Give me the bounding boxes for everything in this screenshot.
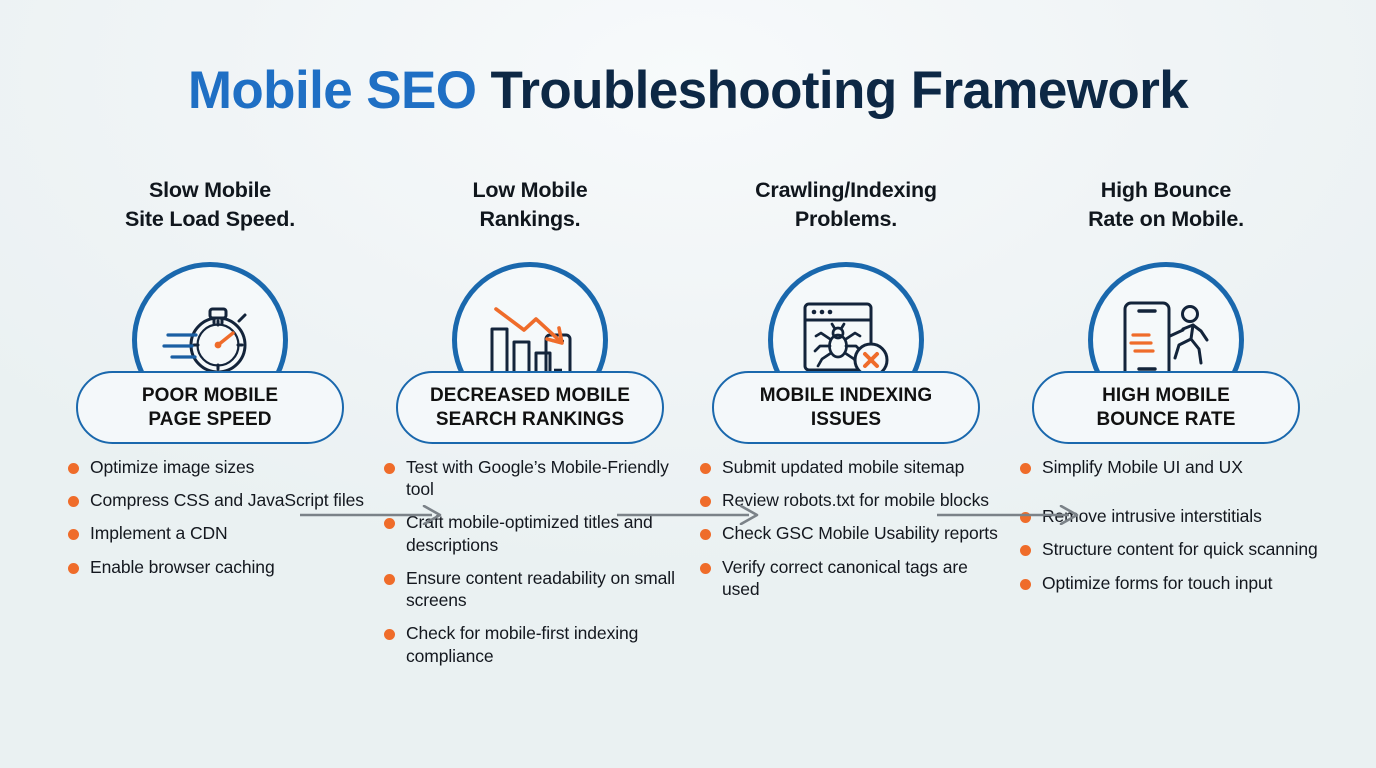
bullet-dot-icon: [384, 573, 395, 585]
list-item: Simplify Mobile UI and UX: [1020, 456, 1326, 478]
bullet-list: Optimize image sizes Compress CSS and Ja…: [50, 456, 370, 578]
bullet-dot-icon: [700, 562, 711, 574]
bullet-list: Submit updated mobile sitemap Review rob…: [686, 456, 1006, 600]
phone-running-person-bounce-icon: [1119, 297, 1213, 383]
column-heading-line2: Rate on Mobile.: [1088, 206, 1244, 231]
bullet-list: Simplify Mobile UI and UX Remove intrusi…: [1006, 456, 1326, 594]
column-heading-line1: High Bounce: [1100, 178, 1232, 202]
list-item-label: Structure content for quick scanning: [1042, 539, 1318, 560]
bullet-dot-icon: [384, 463, 395, 474]
column-heading-line2: Rankings.: [479, 206, 581, 231]
pill-line1: HIGH MOBILE: [1102, 385, 1230, 407]
list-item-label: Ensure content readability on small scre…: [406, 567, 675, 611]
list-item-label: Optimize image sizes: [90, 457, 255, 477]
list-item: Craft mobile-optimized titles and descri…: [384, 511, 690, 555]
bullet-dot-icon: [384, 629, 395, 641]
list-item: Enable browser caching: [68, 556, 370, 578]
framework-board: Slow Mobile Site Load Speed.: [0, 176, 1376, 768]
list-item-label: Review robots.txt for mobile blocks: [722, 490, 989, 511]
list-item-label: Enable browser caching: [90, 556, 275, 577]
bullet-dot-icon: [700, 496, 711, 508]
column-poor-mobile-page-speed: Slow Mobile Site Load Speed.: [50, 176, 370, 589]
list-item-label: Craft mobile-optimized titles and descri…: [406, 512, 653, 555]
list-item-label: Check GSC Mobile Usability reports: [722, 523, 998, 544]
column-high-mobile-bounce-rate: High Bounce Rate on Mobile.: [1006, 176, 1326, 605]
list-item-label: Remove intrusive interstitials: [1042, 506, 1262, 527]
column-heading-line2: Site Load Speed.: [124, 206, 296, 231]
node-mobile-indexing-issues: MOBILE INDEXING ISSUES: [686, 248, 1006, 444]
bullet-dot-icon: [1020, 545, 1031, 557]
pill-text: MOBILE INDEXING ISSUES: [752, 384, 941, 430]
pill-line2: ISSUES: [810, 408, 882, 430]
column-decreased-mobile-search-rankings: Low Mobile Rankings.: [370, 176, 690, 678]
node-high-mobile-bounce-rate: HIGH MOBILE BOUNCE RATE: [1006, 248, 1326, 444]
page-title: Mobile SEO Troubleshooting Framework: [0, 61, 1376, 120]
pill-label: MOBILE INDEXING ISSUES: [712, 371, 980, 444]
bullet-dot-icon: [700, 463, 711, 474]
column-heading: High Bounce Rate on Mobile.: [1006, 176, 1326, 248]
column-heading: Slow Mobile Site Load Speed.: [50, 176, 370, 248]
pill-line1: DECREASED MOBILE: [429, 385, 631, 407]
list-item: Implement a CDN: [68, 522, 370, 544]
bullet-dot-icon: [68, 562, 79, 574]
pill-line2: BOUNCE RATE: [1096, 408, 1236, 430]
column-heading-line2: Problems.: [794, 206, 898, 231]
list-item: Check GSC Mobile Usability reports: [700, 522, 1006, 544]
list-item-label: Compress CSS and JavaScript files: [90, 490, 364, 511]
list-item: Optimize image sizes: [68, 456, 370, 478]
column-heading-line1: Slow Mobile: [148, 178, 272, 202]
list-item-label: Submit updated mobile sitemap: [722, 457, 965, 477]
list-item: Structure content for quick scanning: [1020, 538, 1326, 560]
node-poor-mobile-page-speed: POOR MOBILE PAGE SPEED: [50, 248, 370, 444]
stopwatch-speed-icon: [162, 299, 258, 381]
bullet-dot-icon: [700, 529, 711, 541]
list-item: Check for mobile-first indexing complian…: [384, 622, 690, 666]
title-area: Mobile SEO Troubleshooting Framework: [0, 0, 1376, 119]
connector-arrow-2: [617, 505, 765, 525]
list-item: Ensure content readability on small scre…: [384, 567, 690, 611]
node-decreased-mobile-search-rankings: DECREASED MOBILE SEARCH RANKINGS: [370, 248, 690, 444]
column-heading-line1: Crawling/Indexing: [755, 178, 937, 202]
connector-arrow-1: [300, 505, 448, 525]
bullet-dot-icon: [68, 529, 79, 541]
connector-arrow-3: [937, 505, 1085, 525]
pill-text: DECREASED MOBILE SEARCH RANKINGS: [422, 384, 638, 430]
list-item: Optimize forms for touch input: [1020, 572, 1326, 594]
bullet-dot-icon: [1020, 578, 1031, 590]
bullet-dot-icon: [68, 463, 79, 474]
pill-line1: POOR MOBILE: [141, 385, 279, 407]
list-item-label: Test with Google’s Mobile-Friendly tool: [406, 457, 669, 500]
list-item-label: Verify correct canonical tags are used: [722, 556, 968, 599]
column-mobile-indexing-issues: Crawling/Indexing Problems.: [686, 176, 1006, 611]
column-heading: Low Mobile Rankings.: [370, 176, 690, 248]
list-item: Remove intrusive interstitials: [1020, 505, 1326, 527]
pill-line1: MOBILE INDEXING: [759, 385, 933, 407]
pill-text: HIGH MOBILE BOUNCE RATE: [1088, 384, 1243, 430]
list-item-label: Optimize forms for touch input: [1042, 572, 1273, 593]
column-heading-line1: Low Mobile: [472, 178, 588, 202]
browser-crawler-spider-error-icon: [799, 296, 893, 384]
list-item-label: Simplify Mobile UI and UX: [1042, 457, 1243, 477]
bullet-list: Test with Google’s Mobile-Friendly tool …: [370, 456, 690, 667]
bullet-dot-icon: [384, 518, 395, 530]
pill-label: POOR MOBILE PAGE SPEED: [76, 371, 344, 444]
list-item: Test with Google’s Mobile-Friendly tool: [384, 456, 690, 500]
list-item: Submit updated mobile sitemap: [700, 456, 1006, 478]
pill-text: POOR MOBILE PAGE SPEED: [134, 384, 286, 430]
list-item: Review robots.txt for mobile blocks: [700, 489, 1006, 511]
list-item-label: Implement a CDN: [90, 523, 228, 544]
pill-label: DECREASED MOBILE SEARCH RANKINGS: [396, 371, 664, 444]
pill-label: HIGH MOBILE BOUNCE RATE: [1032, 371, 1300, 444]
pill-line2: SEARCH RANKINGS: [435, 408, 625, 430]
list-item: Compress CSS and JavaScript files: [68, 489, 370, 511]
page-title-rest: Troubleshooting Framework: [490, 61, 1189, 120]
page-title-accent: Mobile SEO: [187, 61, 477, 120]
bullet-dot-icon: [68, 496, 79, 508]
list-item-label: Check for mobile-first indexing complian…: [406, 623, 639, 666]
pill-line2: PAGE SPEED: [148, 408, 272, 430]
bullet-dot-icon: [1020, 512, 1031, 524]
bullet-dot-icon: [1020, 463, 1031, 474]
list-item: Verify correct canonical tags are used: [700, 556, 1006, 600]
column-heading: Crawling/Indexing Problems.: [686, 176, 1006, 248]
